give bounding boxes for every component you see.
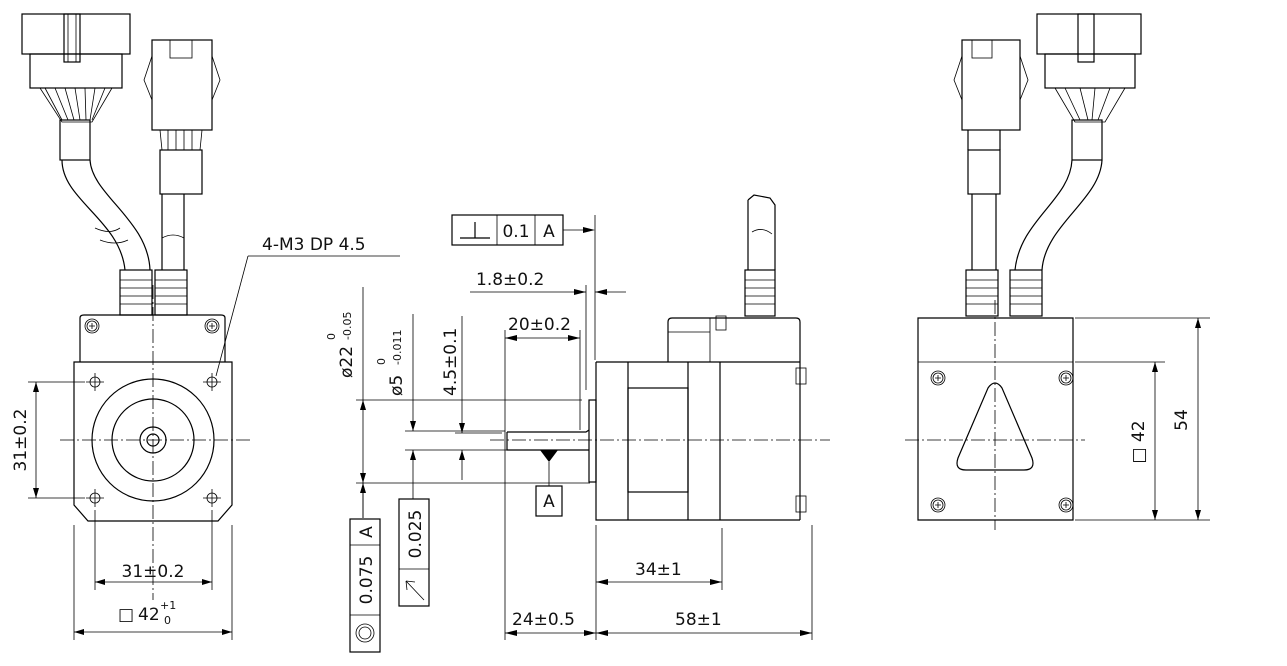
shaft-lower-tol: -0.011 [391,330,404,365]
datum-label: A [543,492,555,512]
rear-triangle-mark [956,382,1034,471]
right-cable-assembly [143,39,221,316]
shaft-upper-tol: 0 [375,358,388,365]
shaft-diameter: ø5 [387,375,407,396]
front-view: 4-M3 DP 4.5 31±0.2 31±0.2 □ 42 +1 0 [11,13,400,640]
flange-square-value: 42 [138,605,160,625]
hole-pitch-vertical: 31±0.2 [11,409,31,472]
perpendicularity-frame: 0.1 A [451,214,595,246]
total-height: 54 [1172,409,1192,431]
rear-cable-assembly [953,13,1142,317]
pilot-lower-tol: -0.05 [341,312,354,340]
front-housing [79,314,226,362]
total-length: 58±1 [675,610,722,630]
concentricity-datum: A [357,526,377,538]
shaft-length: 24±0.5 [512,610,575,630]
perpendicularity-tolerance: 0.1 [502,222,529,242]
concentricity-icon [355,623,375,643]
pilot-thickness: 1.8±0.2 [476,270,544,290]
pilot-upper-tol: 0 [325,333,338,340]
flange-lower-tol: 0 [164,614,171,627]
rear-view: □ 42 54 [905,13,1210,530]
concentricity-frame: A 0.075 [349,483,381,653]
perpendicularity-datum: A [543,222,555,242]
runout-tolerance: 0.025 [406,510,426,559]
flange-square-symbol: □ [118,605,134,625]
concentricity-tolerance: 0.075 [357,556,377,605]
body-square: □ 42 [1129,420,1149,463]
flat-depth: 4.5±0.1 [441,328,461,396]
left-cable-assembly [21,13,153,316]
flat-length: 20±0.2 [508,315,571,335]
pilot-diameter: ø22 [337,346,357,378]
pilot [588,399,597,483]
runout-frame: 0.025 [398,498,430,607]
runout-arrow-icon [405,580,425,601]
side-view: 0.1 A 1.8±0.2 20±0.2 ø22 0 -0.05 ø5 0 -0… [325,194,830,653]
flange-upper-tol: +1 [160,599,176,612]
hole-pitch-horizontal: 31±0.2 [122,562,185,582]
motor-length: 34±1 [635,560,682,580]
thread-note: 4-M3 DP 4.5 [262,235,366,255]
front-flange [73,361,233,522]
